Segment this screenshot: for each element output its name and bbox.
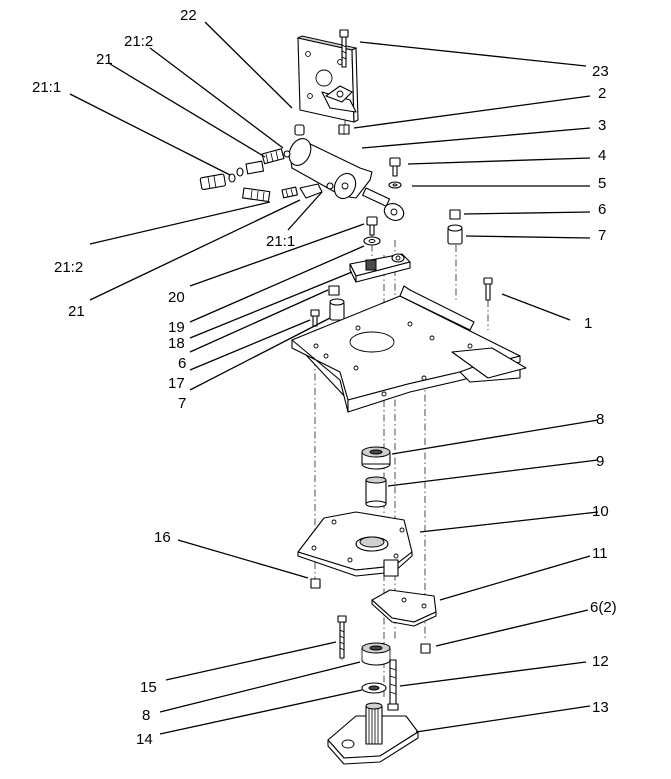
part-11-plate [371, 589, 437, 627]
part-12-bolt [387, 659, 399, 711]
part-6-mid-nut [328, 285, 340, 296]
part-1-bolt [483, 277, 493, 301]
callout-3: 3 [598, 117, 606, 134]
part-8-bottom-bearing [361, 642, 391, 666]
part-16-nut [310, 578, 321, 589]
part-3-hydraulic-cylinder [288, 138, 405, 221]
part-7-top-bushing [447, 224, 463, 245]
callout-12: 12 [592, 653, 609, 670]
callout-21-1-mid: 21:1 [266, 233, 295, 250]
callout-6-top: 6 [598, 201, 606, 218]
callout-5: 5 [598, 175, 606, 192]
part-6-top-nut [449, 209, 461, 220]
part-22-mounting-plate [296, 35, 359, 123]
part-2-nut [338, 124, 350, 135]
callout-21-2-top: 21:2 [124, 33, 153, 50]
callout-16: 16 [154, 529, 171, 546]
callout-22: 22 [180, 7, 197, 24]
callout-19: 19 [168, 319, 185, 336]
callout-21-2-left: 21:2 [54, 259, 83, 276]
callout-21-1-top: 21:1 [32, 79, 61, 96]
part-15-bolt [337, 615, 347, 659]
leader-lines [69, 21, 599, 735]
callout-15: 15 [140, 679, 157, 696]
part-22-spacer [294, 124, 305, 136]
part-6-2-nut [420, 643, 431, 654]
part-21-1-upper-fitting [199, 160, 265, 191]
part-20-bolt [366, 216, 378, 236]
part-5-washer [388, 181, 402, 189]
callout-17: 17 [168, 375, 185, 392]
callout-14: 14 [136, 731, 153, 748]
part-21-lower-elbow [299, 182, 334, 199]
callout-2: 2 [598, 85, 606, 102]
callout-21-left: 21 [68, 303, 85, 320]
callout-4: 4 [598, 147, 606, 164]
part-21-lower-fitting [242, 186, 298, 203]
callout-23: 23 [592, 63, 609, 80]
callout-8-top: 8 [596, 411, 604, 428]
callout-13: 13 [592, 699, 609, 716]
callout-18: 18 [168, 335, 185, 352]
part-9-spacer [365, 476, 387, 508]
callout-7-top: 7 [598, 227, 606, 244]
part-19-washer [363, 236, 381, 246]
callout-8-bottom: 8 [142, 707, 150, 724]
callout-1: 1 [584, 315, 592, 332]
callout-6-mid: 6 [178, 355, 186, 372]
part-4-bolt [389, 157, 401, 177]
part-1-frame-plate [291, 285, 527, 413]
part-18-steering-arm [349, 253, 411, 283]
callout-21-top: 21 [96, 51, 113, 68]
callout-10: 10 [592, 503, 609, 520]
callout-7-mid: 7 [178, 395, 186, 412]
part-13-spindle-fork [327, 702, 419, 765]
callout-9: 9 [596, 453, 604, 470]
part-8-top-bearing [361, 446, 391, 470]
part-23-bolt [339, 29, 349, 68]
callout-labels: 22 21:2 21 21:1 23 2 3 4 5 6 7 21:1 21:2… [32, 7, 617, 748]
part-21-upper-fitting [261, 148, 291, 165]
callout-20: 20 [168, 289, 185, 306]
part-7-mid-bushing [329, 298, 345, 321]
callout-6-2: 6(2) [590, 599, 617, 616]
part-10-steering-bracket [297, 511, 413, 577]
callout-11: 11 [592, 545, 608, 562]
part-14-washer [361, 682, 387, 694]
